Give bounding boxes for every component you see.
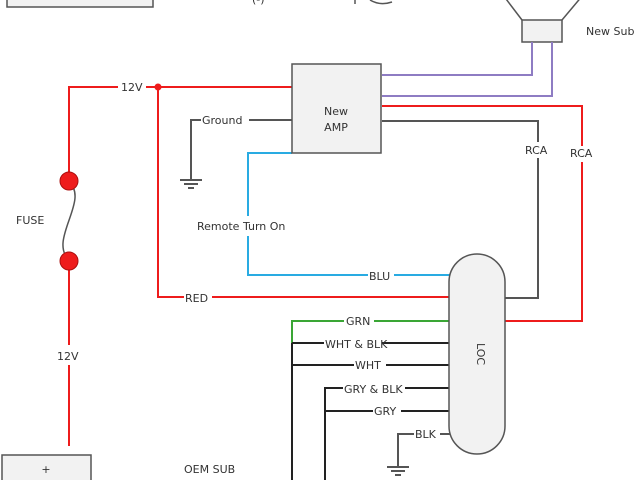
rca-red-wire: [382, 105, 583, 322]
label-wht-blk: WHT & BLK: [325, 338, 388, 351]
label-ground: Ground: [202, 114, 242, 127]
amp-box: [291, 63, 382, 154]
label-blk: BLK: [415, 428, 437, 441]
ground-icon: [180, 179, 202, 189]
top-partial-label: (-): [252, 0, 265, 6]
label-gry-blk: GRY & BLK: [344, 383, 403, 396]
ground-icon-loc: [387, 466, 409, 476]
remote-wire: [247, 152, 450, 276]
speaker-wire-1: [382, 42, 533, 76]
label-gry: GRY: [374, 405, 396, 418]
label-12v-left: 12V: [57, 350, 79, 363]
label-grn: GRN: [346, 315, 370, 328]
label-blu: BLU: [369, 270, 390, 283]
power-wire-loc: [157, 87, 450, 298]
label-12v-top: 12V: [121, 81, 143, 94]
label-rca-red: RCA: [570, 147, 593, 160]
battery-box: [1, 454, 92, 480]
loc-label: LOC: [474, 343, 487, 365]
label-red: RED: [185, 292, 208, 305]
rca-gray-wire: [382, 120, 539, 299]
top-partial-circle: [369, 0, 393, 5]
power-wire-main: [68, 86, 292, 446]
new-sub-label: New Sub: [586, 25, 634, 38]
gry-blk-wire: [324, 387, 450, 480]
fuse-label: FUSE: [16, 214, 44, 227]
junction-dot: [154, 83, 162, 91]
label-remote-turn-on: Remote Turn On: [197, 220, 285, 233]
top-partial-box: [6, 0, 154, 8]
new-sub-speaker-icon: [505, 0, 580, 43]
battery-plus-label: +: [41, 463, 50, 476]
amp-label-line1: New: [324, 105, 348, 118]
loc-box: [448, 253, 506, 455]
amp-label-line2: AMP: [324, 121, 348, 134]
label-rca-gray: RCA: [525, 144, 548, 157]
label-wht: WHT: [355, 359, 381, 372]
speaker-wire-2: [382, 42, 553, 97]
fuse-icon: [59, 171, 79, 271]
oem-sub-label: OEM SUB: [184, 463, 235, 476]
ground-wire: [190, 119, 292, 180]
